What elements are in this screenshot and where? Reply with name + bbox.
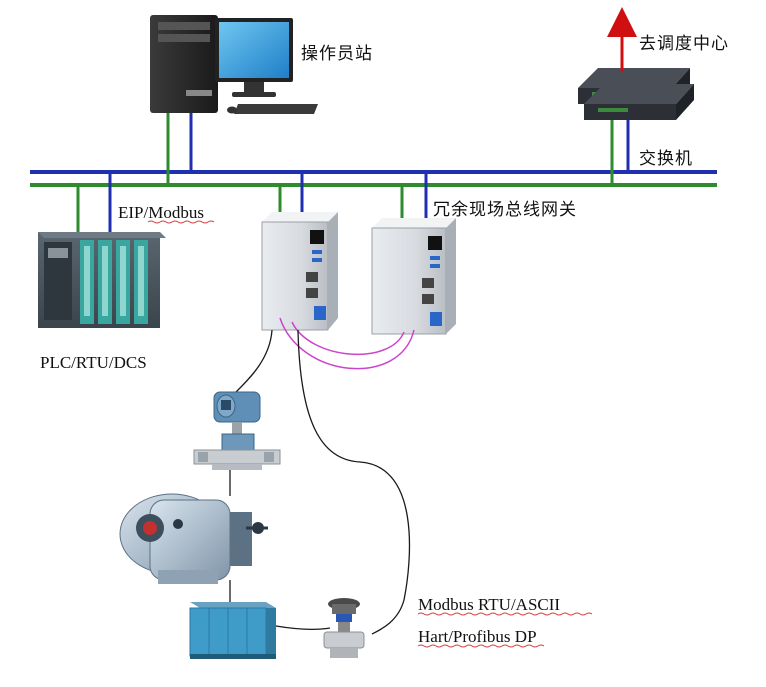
label-operator-station: 操作员站: [301, 44, 373, 64]
label-protocol-line2: Hart/Profibus DP: [418, 627, 537, 646]
label-eip-modbus: EIP/Modbus: [118, 203, 204, 222]
control-valve-icon: [323, 598, 365, 658]
field-cable-transmitter: [231, 329, 273, 397]
gateway-2-icon: [371, 218, 456, 335]
switch-icon: [578, 68, 694, 120]
redundant-link-outer: [279, 317, 415, 370]
label-gateway: 冗余现场总线网关: [433, 200, 577, 220]
field-cable-valve: [297, 329, 411, 635]
label-plc: PLC/RTU/DCS: [40, 353, 147, 372]
squiggle-eip: [147, 220, 215, 224]
label-protocol-line1: Modbus RTU/ASCII: [418, 595, 560, 614]
label-dispatch-center: 去调度中心: [639, 34, 729, 54]
redundant-link-inner: [291, 321, 405, 356]
electric-actuator-icon: [119, 493, 268, 584]
squiggle-protocol2: [417, 644, 545, 648]
field-cable-box-valve: [275, 625, 331, 630]
label-switch: 交换机: [639, 149, 693, 169]
pressure-transmitter-icon: [193, 391, 281, 470]
squiggle-protocol1: [417, 612, 593, 616]
gateway-1-icon: [261, 212, 338, 331]
operator-station-icon: [150, 15, 318, 114]
substation-box-icon: [189, 602, 276, 659]
plc-icon: [38, 232, 166, 328]
